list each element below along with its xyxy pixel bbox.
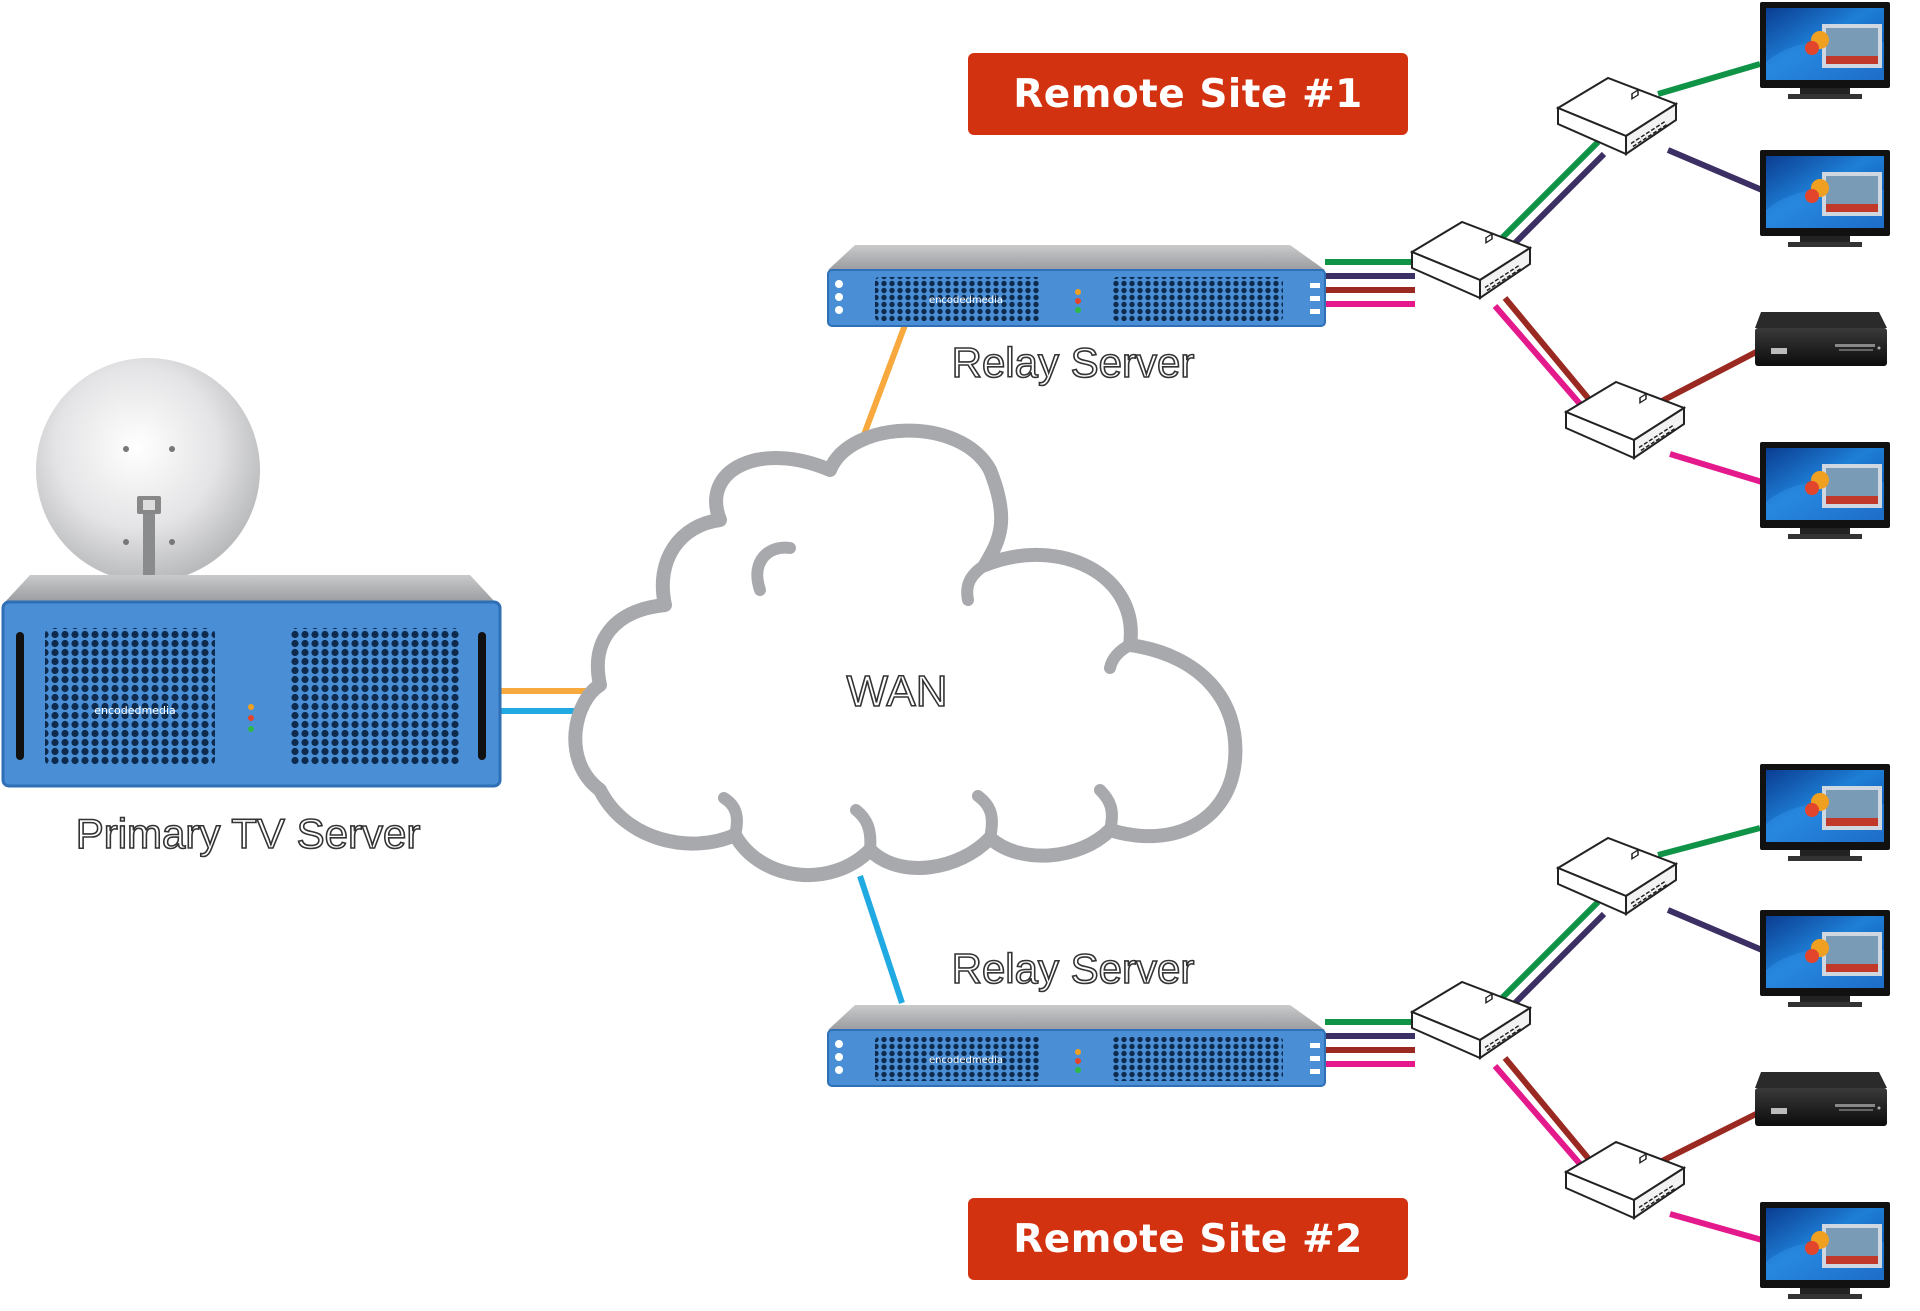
primary-server-label: Primary TV Server [76, 810, 421, 857]
relay1-brand: encodedmedia [929, 295, 1003, 306]
relay-server-1-label: Relay Server [952, 339, 1195, 386]
switch-icon [1412, 982, 1530, 1058]
site1-cables [1325, 61, 1764, 485]
tv-monitor-icon [1760, 150, 1890, 247]
remote-site-1-badge: Remote Site #1 [968, 53, 1408, 135]
tv-monitor-icon [1760, 442, 1890, 539]
primary-tv-server: encodedmedia [1, 358, 502, 788]
satellite-dish-icon [36, 358, 260, 584]
relay-server-1: encodedmedia [827, 245, 1326, 327]
tv-monitor-icon [1760, 910, 1890, 1007]
tv-monitor-icon [1760, 2, 1890, 99]
remote-site-2-badge: Remote Site #2 [968, 1198, 1408, 1280]
set-top-box-icon [1755, 1072, 1887, 1126]
tv-monitor-icon [1760, 1202, 1890, 1299]
switch-icon [1412, 222, 1530, 298]
set-top-box-icon [1755, 312, 1887, 366]
tv-monitor-icon [1760, 764, 1890, 861]
primary-brand: encodedmedia [94, 704, 176, 717]
relay-server-2: encodedmedia [827, 1005, 1326, 1087]
wan-cloud: WAN [568, 423, 1243, 883]
switch-icon [1558, 838, 1676, 914]
wan-label: WAN [846, 667, 947, 716]
switch-icon [1558, 78, 1676, 154]
relay-server-2-label: Relay Server [952, 945, 1195, 992]
site2-cables [1325, 825, 1764, 1243]
relay2-blue-link [857, 875, 905, 1004]
relay2-brand: encodedmedia [929, 1055, 1003, 1066]
